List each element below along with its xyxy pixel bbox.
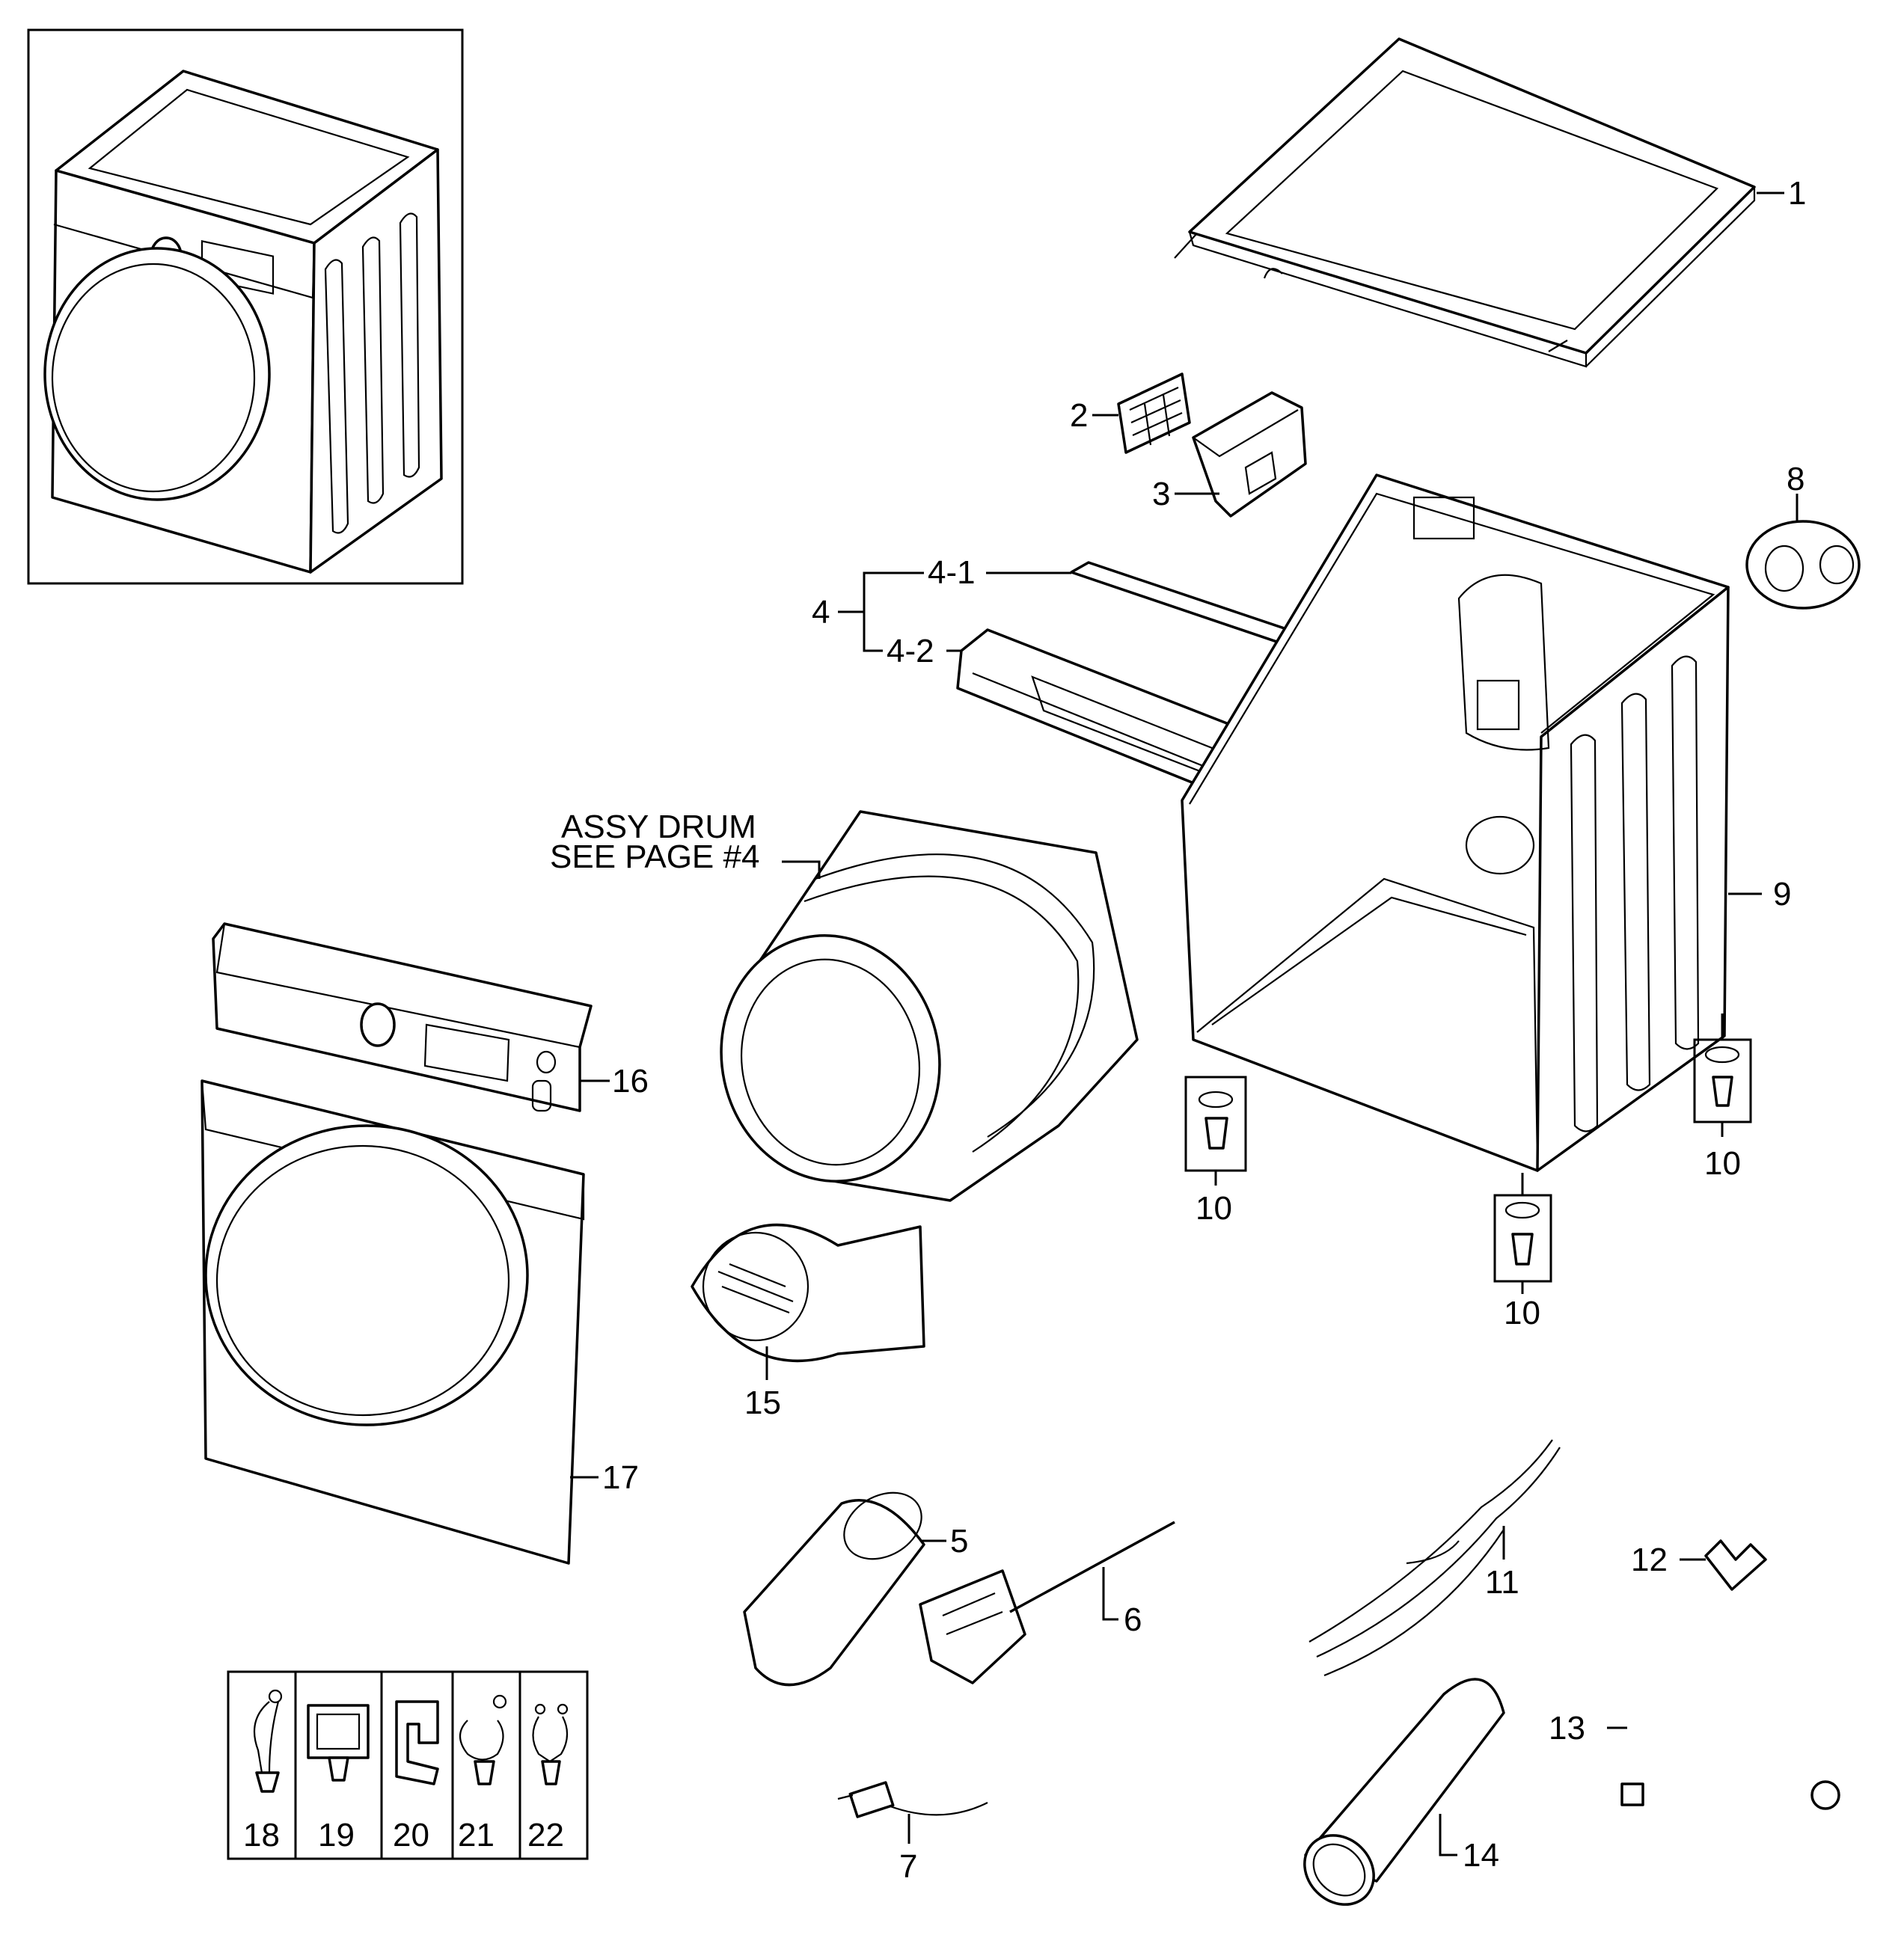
part-9-cabinet	[1181, 473, 1762, 1172]
callout-13: 13	[1549, 1710, 1585, 1747]
part-15-blower-housing	[691, 1223, 925, 1380]
callout-9: 9	[1773, 876, 1791, 913]
part-11-wire-harness	[1308, 1439, 1561, 1677]
callout-22: 22	[527, 1817, 564, 1853]
callout-1: 1	[1788, 175, 1806, 212]
callout-10a: 10	[1196, 1190, 1232, 1227]
callout-16: 16	[612, 1063, 649, 1100]
drum-assembly	[720, 810, 1139, 1202]
callout-7: 7	[899, 1848, 917, 1885]
callout-15: 15	[744, 1385, 781, 1421]
part-6-gas-valve-assembly	[919, 1521, 1175, 1684]
part-13-water-hose	[1607, 1628, 1840, 1810]
callout-3: 3	[1152, 476, 1170, 512]
callout-14: 14	[1463, 1837, 1499, 1874]
callout-4: 4	[812, 594, 830, 631]
callout-8: 8	[1787, 461, 1804, 497]
callout-11: 11	[1485, 1564, 1519, 1601]
callout-21: 21	[458, 1817, 495, 1853]
part-3-filter-housing	[1175, 391, 1307, 518]
part-1-top-cover	[1174, 37, 1784, 368]
part-7-power-cord	[837, 1781, 988, 1844]
part-10-leg-a	[1184, 1076, 1247, 1186]
clips-parts-box	[227, 1670, 589, 1860]
reference-dryer-inset	[27, 28, 464, 585]
part-17-front-panel	[200, 1079, 599, 1565]
callout-2: 2	[1070, 397, 1088, 434]
part-8-rear-duct	[1745, 494, 1861, 610]
callout-10c: 10	[1504, 1295, 1540, 1331]
drum-note-line2: SEE PAGE #4	[550, 838, 759, 875]
callout-4-2: 4-2	[887, 633, 934, 669]
part-10-leg-c	[1493, 1173, 1552, 1294]
part-16-control-panel	[212, 922, 610, 1112]
callout-19: 19	[318, 1817, 355, 1853]
part-14-vent-duct	[1303, 1678, 1505, 1906]
drum-note-line1: ASSY DRUM	[561, 809, 756, 845]
callout-12: 12	[1631, 1542, 1668, 1578]
part-2-lint-filter	[1092, 372, 1191, 454]
part-5-heater-duct	[743, 1491, 946, 1687]
part-10-leg-b	[1693, 1014, 1752, 1137]
callout-5: 5	[950, 1523, 968, 1560]
callout-20: 20	[393, 1817, 429, 1853]
callout-4-1: 4-1	[928, 554, 976, 591]
callout-17: 17	[602, 1459, 639, 1496]
callout-18: 18	[243, 1817, 280, 1853]
callout-10b: 10	[1704, 1145, 1741, 1182]
part-12-y-connector	[1680, 1539, 1767, 1591]
callout-6: 6	[1124, 1601, 1142, 1638]
part-4-bracket-group	[838, 571, 924, 652]
